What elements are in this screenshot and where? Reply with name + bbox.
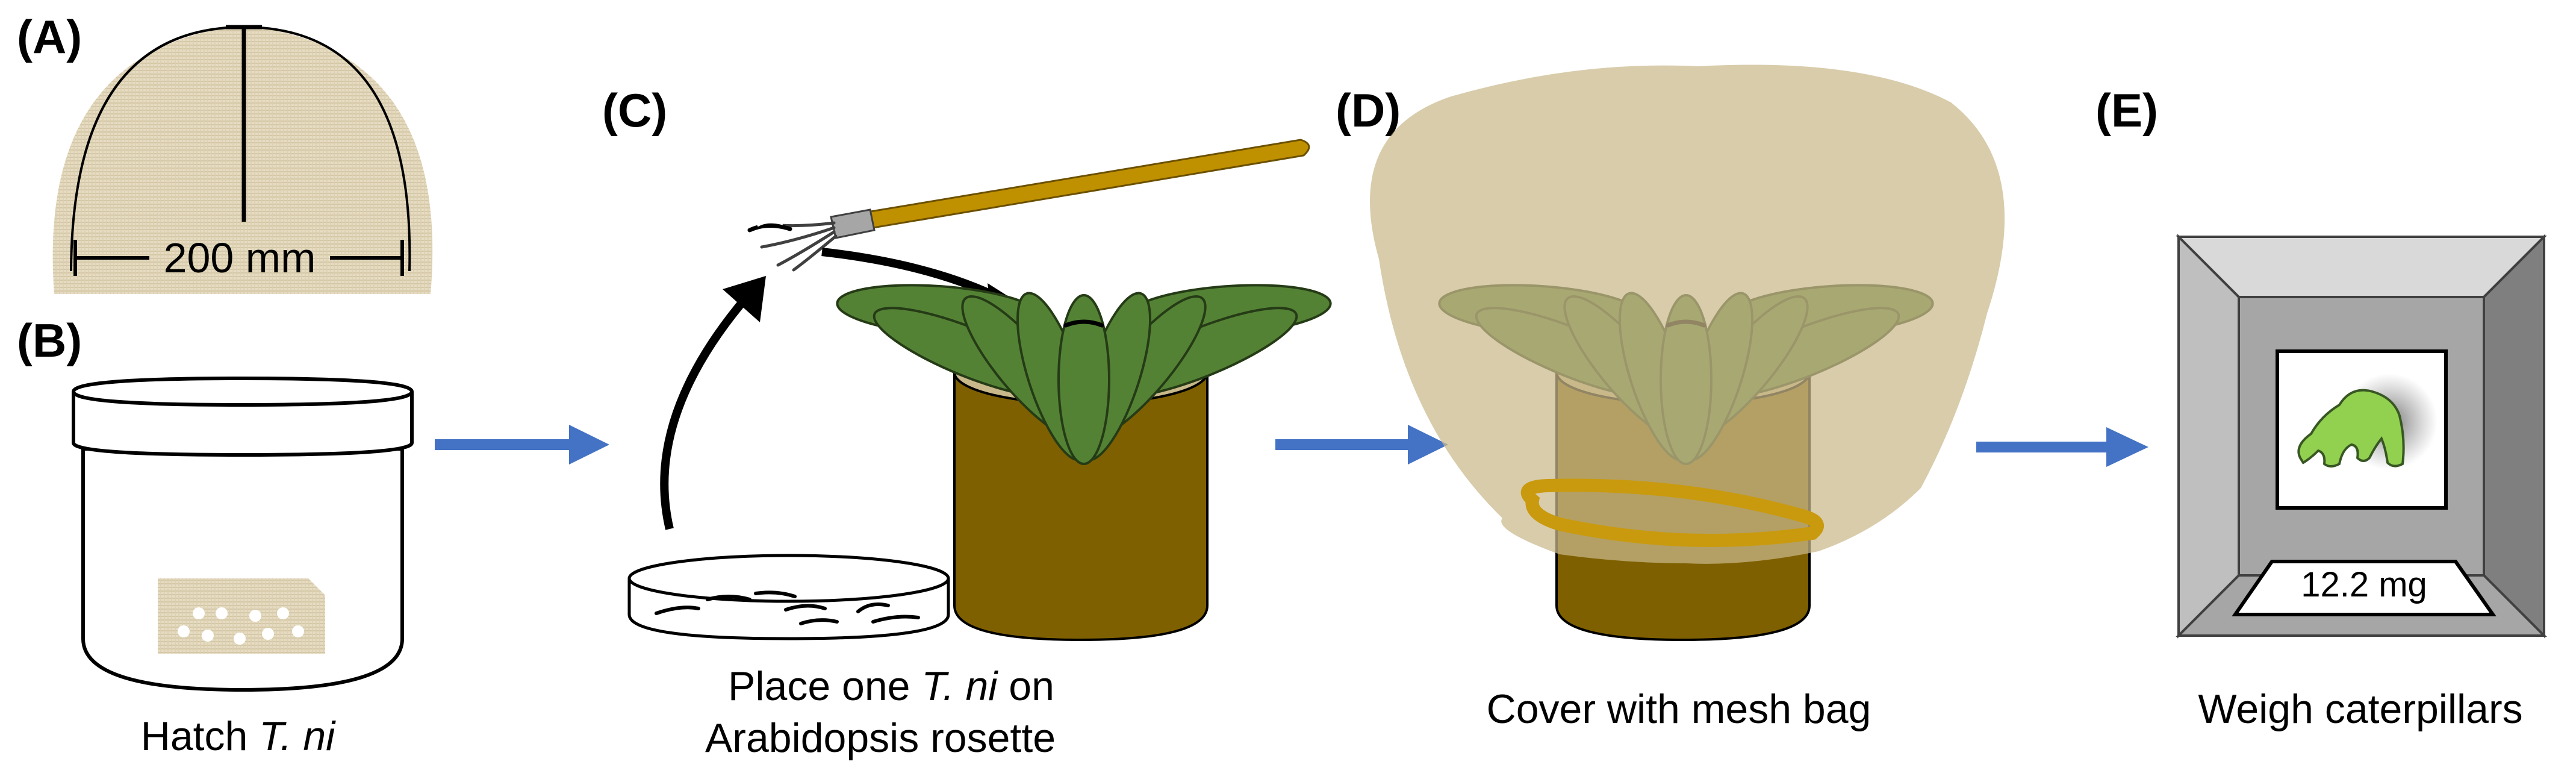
brush-handle [865, 139, 1310, 229]
brush-bristles [760, 221, 838, 272]
panel-d-caption: Cover with mesh bag [1487, 686, 1871, 732]
balance [2176, 234, 2547, 639]
panel-b-caption: Hatch T. ni [141, 713, 336, 759]
panel-a-label: (A) [17, 10, 82, 63]
flow-arrow-b-c [435, 425, 609, 465]
panel-d: (D) Cover with mesh bag [1336, 64, 2005, 732]
petri-dish [627, 554, 950, 640]
panel-a: (A) 200 mm [17, 10, 433, 294]
diameter-label: 200 mm [164, 234, 316, 281]
caterpillar [2297, 389, 2405, 468]
egg-paper [158, 578, 325, 654]
container-lid [72, 376, 414, 457]
caterpillar-on-balance [2297, 374, 2438, 470]
panel-e-label: (E) [2095, 84, 2158, 137]
balance-frame-right [2483, 234, 2545, 639]
hatch-container [72, 376, 414, 692]
container-lid-rim [72, 390, 414, 407]
scale-reading: 12.2 mg [2301, 565, 2427, 604]
flow-arrow-c-d [1275, 425, 1448, 465]
balance-readout [2232, 560, 2497, 616]
panel-c: (C) [602, 84, 1332, 761]
balance-frame-left [2177, 234, 2240, 639]
panel-b-label: (B) [17, 314, 82, 367]
larva-on-rosette [1063, 319, 1104, 328]
paintbrush [747, 139, 1310, 272]
eggs [178, 607, 304, 645]
mesh-bag [1370, 64, 2005, 564]
panel-e: (E) 12.2 mg Weigh caterpillars [2095, 84, 2547, 732]
flow-arrow-d-e [1976, 427, 2148, 467]
transfer-arrow-up [660, 301, 744, 530]
brush-ferrule [830, 208, 876, 239]
rubber-band [1521, 478, 1824, 547]
egg-paper-fold [308, 578, 325, 595]
larvae-in-dish [655, 590, 920, 625]
panel-e-caption: Weigh caterpillars [2198, 686, 2522, 732]
panel-b: (B) Hatch T. ni [17, 314, 414, 759]
panel-d-label: (D) [1336, 84, 1401, 137]
panel-c-label: (C) [602, 84, 667, 137]
arabidopsis-rosette [836, 284, 1332, 465]
balance-frame-top [2176, 236, 2547, 298]
larva-on-brush [747, 223, 792, 233]
panel-c-caption-line2: Arabidopsis rosette [705, 715, 1056, 761]
panel-c-caption-line1: Place one T. ni on [728, 663, 1054, 709]
transfer-arrow-up-head [723, 276, 766, 322]
